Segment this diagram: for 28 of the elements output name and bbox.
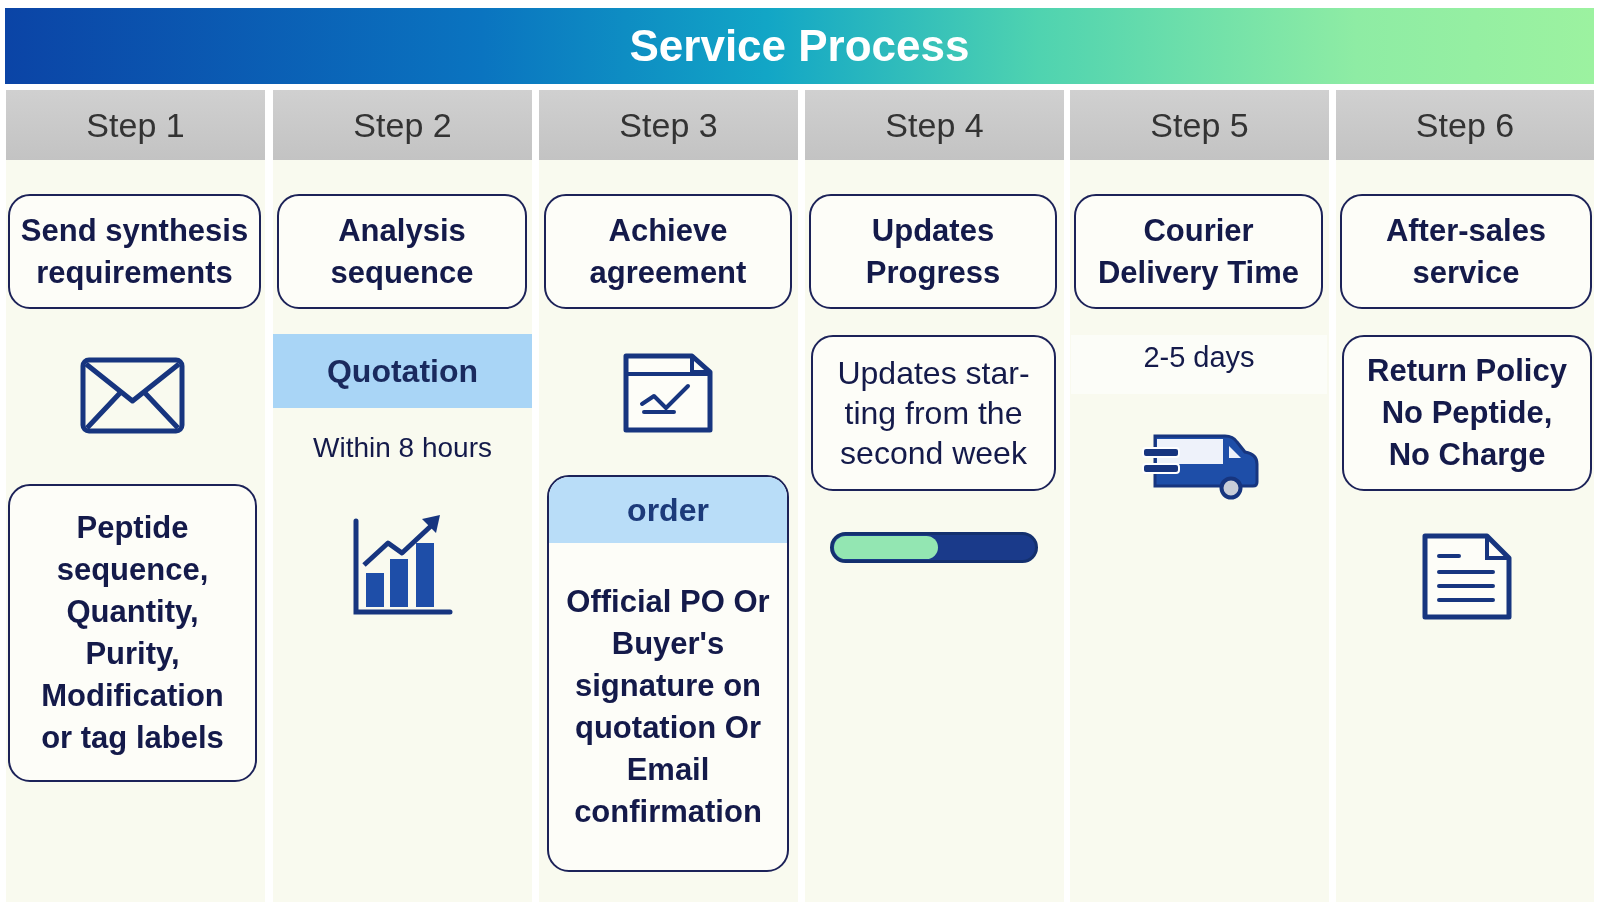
step-header: Step 2 bbox=[273, 90, 532, 160]
step-column bbox=[1070, 90, 1329, 902]
card-header: order bbox=[549, 477, 787, 543]
rounded-card: Achieve agreement bbox=[544, 194, 792, 309]
rounded-card: Peptide sequence, Quantity, Purity, Modification or tag labels bbox=[8, 484, 257, 782]
card-text: Official PO Or Buyer's signature on quotation Or Email confirmation bbox=[565, 582, 771, 831]
step-header: Step 6 bbox=[1336, 90, 1594, 160]
rounded-card: Updates star-ting from the second week bbox=[811, 335, 1056, 491]
rounded-card: Courier Delivery Time bbox=[1074, 194, 1323, 309]
step-column bbox=[1336, 90, 1594, 902]
step-header: Step 3 bbox=[539, 90, 798, 160]
rounded-card: Send synthesis requirements bbox=[8, 194, 261, 309]
rounded-card: Return Policy No Peptide, No Charge bbox=[1342, 335, 1592, 491]
duration-text: Within 8 hours bbox=[312, 431, 493, 465]
highlight-band: Quotation bbox=[273, 334, 532, 408]
step-header: Step 5 bbox=[1070, 90, 1329, 160]
step-header: Step 1 bbox=[6, 90, 265, 160]
step-column bbox=[539, 90, 798, 902]
rounded-card: Updates Progress bbox=[809, 194, 1057, 309]
step-column bbox=[6, 90, 265, 902]
step-column bbox=[805, 90, 1064, 902]
rounded-card: After-sales service bbox=[1340, 194, 1592, 309]
step-column bbox=[273, 90, 532, 902]
rounded-card: Analysis sequence bbox=[277, 194, 527, 309]
title-banner: Service Process bbox=[5, 8, 1594, 84]
order-card bbox=[547, 475, 789, 872]
step-header: Step 4 bbox=[805, 90, 1064, 160]
info-band: 2-5 days bbox=[1071, 335, 1327, 394]
